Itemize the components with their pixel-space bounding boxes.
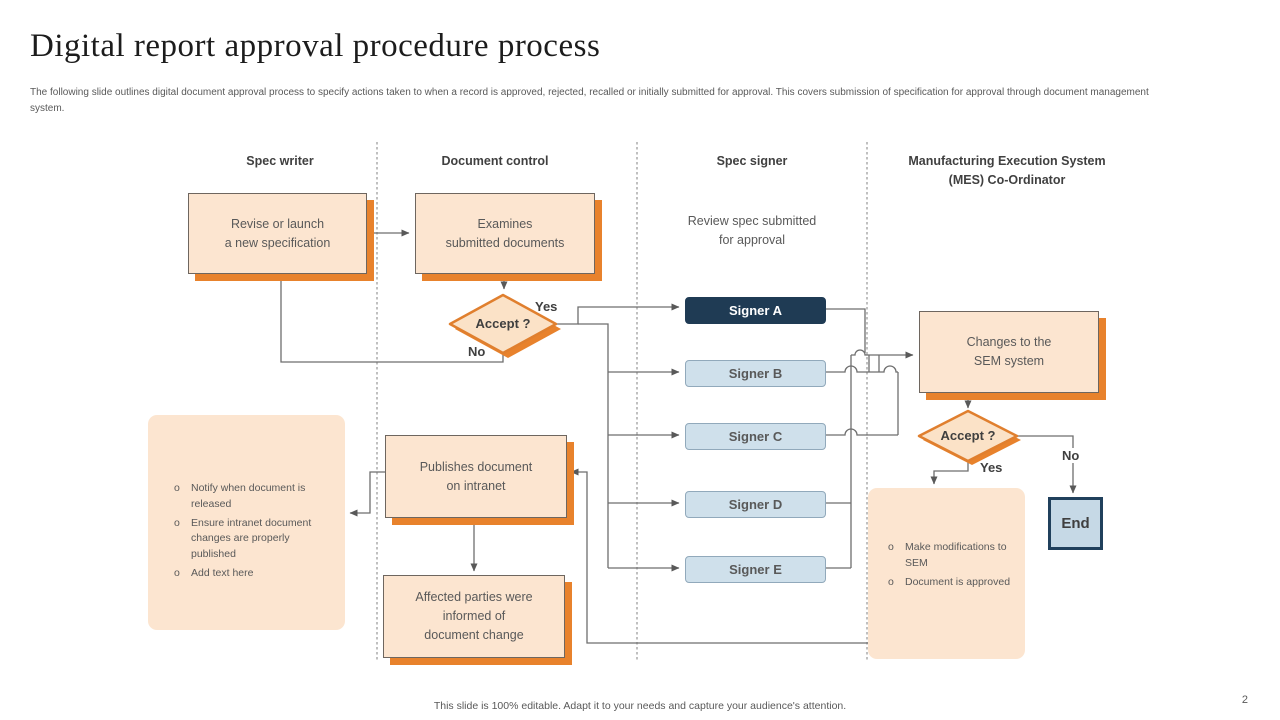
lane-header-spec-writer: Spec writer (246, 154, 314, 168)
signer-a-chip: Signer A (685, 297, 826, 324)
note-item: Ensure intranet document changes are pro… (172, 516, 323, 563)
examines-documents-box: Examines submitted documents (415, 193, 595, 274)
no-label-1: No (468, 344, 486, 359)
right-notes-list: Make modifications to SEM Document is ap… (886, 540, 1013, 590)
page-title: Digital report approval procedure proces… (30, 28, 601, 64)
publishes-document-box: Publishes document on intranet (385, 435, 567, 518)
left-notes-box: Notify when document is released Ensure … (148, 415, 345, 630)
signer-e-chip: Signer E (685, 556, 826, 583)
review-spec-note: Review spec submitted for approval (687, 214, 817, 248)
accept1-label: Accept ? (475, 316, 531, 331)
signer-d-chip: Signer D (685, 491, 826, 518)
page-number: 2 (1241, 694, 1248, 706)
note-item: Document is approved (886, 575, 1013, 591)
note-item: Add text here (172, 566, 323, 582)
affected-parties-box: Affected parties were informed of docume… (383, 575, 565, 658)
yes-label-1: Yes (535, 299, 558, 314)
right-notes-box: Make modifications to SEM Document is ap… (868, 488, 1025, 659)
left-notes-list: Notify when document is released Ensure … (172, 481, 323, 582)
signer-c-chip: Signer C (685, 423, 826, 450)
footer-note: This slide is 100% editable. Adapt it to… (433, 700, 847, 712)
end-terminator: End (1048, 497, 1103, 550)
lane-header-document-control: Document control (441, 154, 549, 168)
changes-sem-box: Changes to the SEM system (919, 311, 1099, 393)
note-item: Notify when document is released (172, 481, 323, 513)
lane-header-mes-coordinator: Manufacturing Execution System (MES) Co-… (908, 154, 1106, 188)
accept-decision-diamond-2 (917, 409, 1021, 465)
revise-specification-box: Revise or launch a new specification (188, 193, 367, 274)
yes-label-2: Yes (980, 460, 1003, 475)
accept-decision-diamond-1 (448, 293, 561, 358)
lane-header-spec-signer: Spec signer (716, 154, 788, 168)
accept2-label: Accept ? (940, 428, 996, 443)
slide-subtitle: The following slide outlines digital doc… (30, 87, 1149, 114)
no-label-2: No (1059, 448, 1083, 463)
note-item: Make modifications to SEM (886, 540, 1013, 572)
signer-b-chip: Signer B (685, 360, 826, 387)
lane-divider-lines (376, 142, 868, 662)
